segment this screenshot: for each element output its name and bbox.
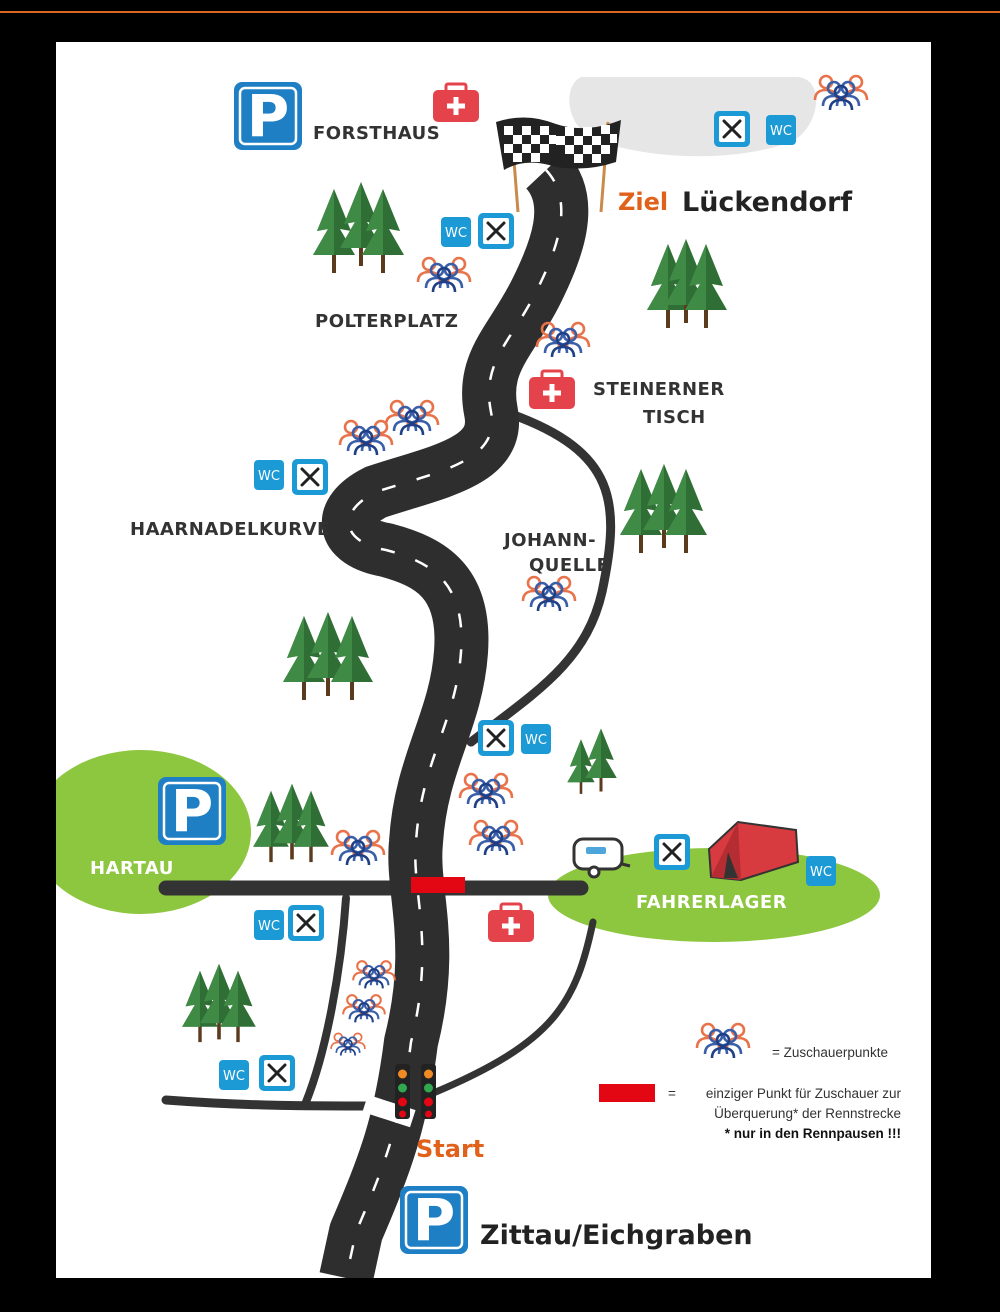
course-map: WC [56,42,880,1278]
finish-flags-icon [496,117,621,213]
top-divider [0,11,1000,13]
tent-icon [707,820,800,882]
cloud [569,77,817,157]
legend-spectators: = Zuschauerpunkte [772,1045,888,1060]
svg-text:P: P [247,82,290,150]
fahrerlager-area [548,848,880,942]
crossing-point [411,877,465,893]
label-polterplatz: POLTERPLATZ [315,311,459,332]
label-lueckendorf: Lückendorf [682,187,853,218]
label-hartau: HARTAU [90,858,174,879]
label-tisch: TISCH [643,407,706,428]
legend-equals: = [668,1086,676,1101]
legend-crossing-swatch [599,1084,655,1102]
svg-text:P: P [413,1186,456,1254]
label-fahrerlager: FAHRERLAGER [636,892,788,913]
label-ziel: Ziel [618,188,669,216]
caravan-icon [572,837,631,879]
label-forsthaus: FORSTHAUS [313,123,441,144]
label-steinerner: STEINERNER [593,379,725,400]
side-roads [158,409,616,1111]
legend-crossing-line1: einziger Punkt für Zuschauer zur [705,1086,901,1101]
label-zittau: Zittau/Eichgraben [480,1220,753,1251]
start-line [362,1094,416,1128]
map-card: WC [56,42,931,1278]
label-start: Start [416,1135,485,1163]
label-haarnadelkurve: HAARNADELKURVE [130,519,330,540]
traffic-light-icon [395,1064,436,1119]
svg-text:P: P [171,777,214,845]
legend-crossing-note: * nur in den Rennpausen !!! [724,1126,901,1141]
label-johann: JOHANN- [504,530,597,551]
legend-crossing-line2: Überquerung* der Rennstrecke [714,1106,901,1121]
label-quelle: QUELLE [529,555,610,576]
parking-icons: P P P [156,80,470,1256]
